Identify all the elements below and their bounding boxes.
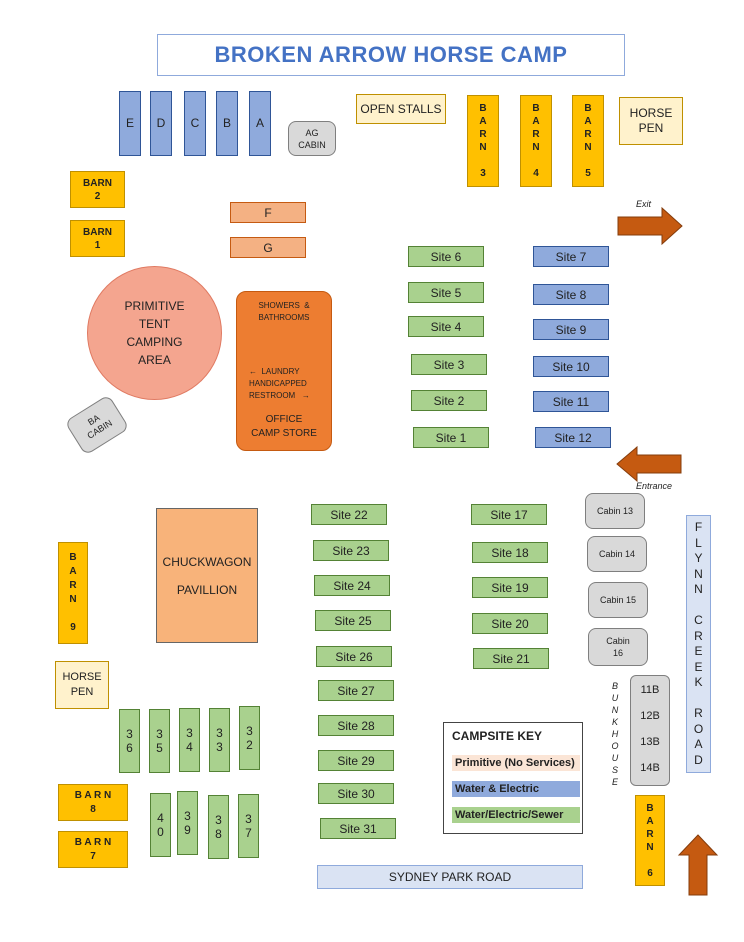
site-40: 4 0 <box>150 793 171 857</box>
site-28: Site 28 <box>318 715 394 736</box>
chuckwagon-pavillion: CHUCKWAGON PAVILLION <box>156 508 258 643</box>
site-33: 3 3 <box>209 708 230 772</box>
stall-d: D <box>150 91 172 156</box>
site-8: Site 8 <box>533 284 609 305</box>
key-primitive: Primitive (No Services) <box>452 755 580 771</box>
site-17: Site 17 <box>471 504 547 525</box>
barn-7: B A R N 7 <box>58 831 128 868</box>
barn-8: B A R N 8 <box>58 784 128 821</box>
cabin-16: Cabin 16 <box>588 628 648 666</box>
site-25: Site 25 <box>315 610 391 631</box>
site-35: 3 5 <box>149 709 170 773</box>
key-water-electric: Water & Electric <box>452 781 580 797</box>
site-3: Site 3 <box>411 354 487 375</box>
laundry-restroom-label: ← LAUNDRY HANDICAPPED RESTROOM → <box>249 367 310 400</box>
showers-office-building: SHOWERS & BATHROOMS ← LAUNDRY HANDICAPPE… <box>236 291 332 451</box>
ba-cabin: BA CABIN <box>64 394 130 456</box>
barn-1: BARN 1 <box>70 220 125 257</box>
up-arrow-icon <box>677 834 719 896</box>
stall-g: G <box>230 237 306 258</box>
open-stalls: OPEN STALLS <box>356 94 446 124</box>
stall-a: A <box>249 91 271 156</box>
stall-c: C <box>184 91 206 156</box>
cabin-14: Cabin 14 <box>587 536 647 572</box>
site-9: Site 9 <box>533 319 609 340</box>
site-11: Site 11 <box>533 391 609 412</box>
bunkhouse: 11B 12B 13B 14B <box>630 675 670 786</box>
bunkhouse-unit-13b: 13B <box>640 736 660 748</box>
site-10: Site 10 <box>533 356 609 377</box>
cabin-13: Cabin 13 <box>585 493 645 529</box>
barn-9: B A R N 9 <box>58 542 88 644</box>
office-camp-store-label: OFFICE CAMP STORE <box>251 414 317 439</box>
stall-e: E <box>119 91 141 156</box>
stall-f: F <box>230 202 306 223</box>
site-6: Site 6 <box>408 246 484 267</box>
site-38: 3 8 <box>208 795 229 859</box>
site-24: Site 24 <box>314 575 390 596</box>
exit-arrow-icon <box>617 206 683 246</box>
site-20: Site 20 <box>472 613 548 634</box>
flynn-creek-road: F L Y N N C R E E K R O A D <box>686 515 711 773</box>
bunkhouse-label: B U N K H O U S E <box>611 681 619 787</box>
site-2: Site 2 <box>411 390 487 411</box>
site-31: Site 31 <box>320 818 396 839</box>
site-37: 3 7 <box>238 794 259 858</box>
site-5: Site 5 <box>408 282 484 303</box>
sydney-park-road: SYDNEY PARK ROAD <box>317 865 583 889</box>
key-water-electric-sewer: Water/Electric/Sewer <box>452 807 580 823</box>
site-7: Site 7 <box>533 246 609 267</box>
horse-pen-bottom: HORSE PEN <box>55 661 109 709</box>
barn-2: BARN 2 <box>70 171 125 208</box>
barn-4: B A R N 4 <box>520 95 552 187</box>
site-29: Site 29 <box>318 750 394 771</box>
site-4: Site 4 <box>408 316 484 337</box>
site-36: 3 6 <box>119 709 140 773</box>
site-26: Site 26 <box>316 646 392 667</box>
barn-3: B A R N 3 <box>467 95 499 187</box>
site-27: Site 27 <box>318 680 394 701</box>
site-30: Site 30 <box>318 783 394 804</box>
site-23: Site 23 <box>313 540 389 561</box>
bunkhouse-unit-14b: 14B <box>640 762 660 774</box>
site-39: 3 9 <box>177 791 198 855</box>
cabin-15: Cabin 15 <box>588 582 648 618</box>
campsite-key-title: CAMPSITE KEY <box>452 729 543 743</box>
site-12: Site 12 <box>535 427 611 448</box>
site-18: Site 18 <box>472 542 548 563</box>
site-1: Site 1 <box>413 427 489 448</box>
bunkhouse-unit-12b: 12B <box>640 710 660 722</box>
campsite-key: CAMPSITE KEY Primitive (No Services) Wat… <box>443 722 583 834</box>
site-21: Site 21 <box>473 648 549 669</box>
site-19: Site 19 <box>472 577 548 598</box>
showers-bathrooms-label: SHOWERS & BATHROOMS <box>258 301 310 322</box>
primitive-tent-camping-area: PRIMITIVE TENT CAMPING AREA <box>87 266 222 400</box>
bunkhouse-unit-11b: 11B <box>640 684 660 696</box>
barn-5: B A R N 5 <box>572 95 604 187</box>
exit-label: Exit <box>636 199 652 209</box>
site-32: 3 2 <box>239 706 260 770</box>
page-title: BROKEN ARROW HORSE CAMP <box>157 34 625 76</box>
barn-6: B A R N 6 <box>635 795 665 886</box>
horse-pen-top: HORSE PEN <box>619 97 683 145</box>
entrance-label: Entrance <box>636 481 673 491</box>
site-34: 3 4 <box>179 708 200 772</box>
ag-cabin: AG CABIN <box>288 121 336 156</box>
site-22: Site 22 <box>311 504 387 525</box>
stall-b: B <box>216 91 238 156</box>
entrance-arrow-icon <box>616 446 682 482</box>
